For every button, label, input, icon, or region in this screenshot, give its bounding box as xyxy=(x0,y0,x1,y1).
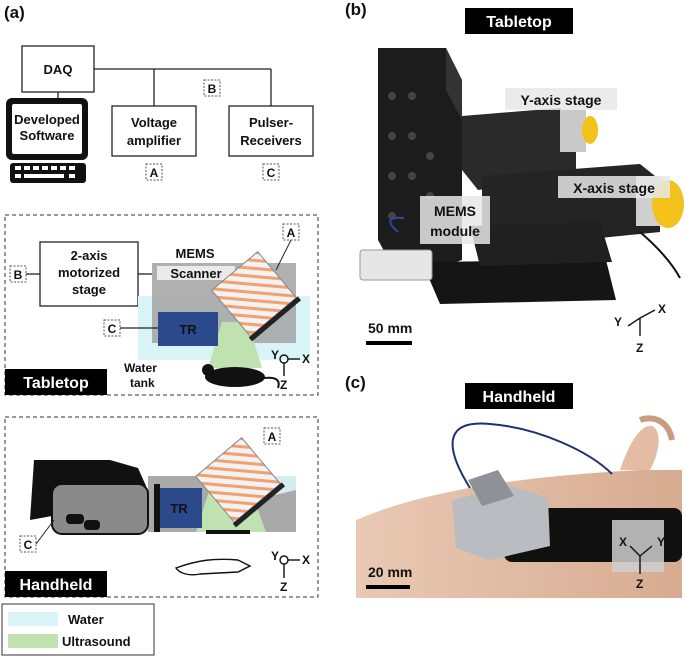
handheld-schematic-frame xyxy=(4,416,319,598)
stage-label-1: 2-axis xyxy=(71,248,108,263)
tag-a-amp-text: A xyxy=(150,166,159,180)
axis-y-tabletop: Y xyxy=(271,348,279,362)
stage-label-3: stage xyxy=(72,282,106,297)
photo-handheld-banner xyxy=(465,383,573,409)
tag-c-tr xyxy=(103,319,121,337)
mems-mirror xyxy=(211,251,302,342)
scale-bar-50mm-label: 50 mm xyxy=(368,320,412,336)
tag-a-scanner-text: A xyxy=(287,226,296,240)
daq-box xyxy=(21,45,95,93)
tag-b-bus xyxy=(203,79,221,97)
y-stage-label: Y-axis stage xyxy=(521,92,602,108)
axis-x-tabletop: X xyxy=(302,352,310,366)
transducer-tabletop xyxy=(158,312,218,346)
scale-bar-20mm-label: 20 mm xyxy=(368,564,412,580)
daq-label: DAQ xyxy=(44,62,73,77)
axis-x-photo-handheld: X xyxy=(619,535,627,549)
tabletop-banner-text: Tabletop xyxy=(23,375,89,392)
amp-label-1: Voltage xyxy=(131,115,177,130)
mems-label-bg xyxy=(157,266,235,280)
transducer-handheld xyxy=(156,488,202,528)
mems-module-label-1: MEMS xyxy=(434,203,476,219)
mems-module-label-bg xyxy=(420,196,490,244)
pulser-label-1: Pulser- xyxy=(249,115,293,130)
photo-tabletop-banner xyxy=(465,8,573,34)
water-tank-label-2: tank xyxy=(130,376,155,390)
mems-label-2: Scanner xyxy=(170,266,221,281)
scale-bar-50mm xyxy=(366,341,412,345)
software-label-1: Developed xyxy=(14,112,80,127)
tag-c-pulser-text: C xyxy=(267,166,276,180)
tabletop-schematic-frame xyxy=(4,214,319,396)
tr-label-handheld: TR xyxy=(170,501,188,516)
axis-indicator-photo-tabletop xyxy=(627,309,656,336)
motorized-stage-box xyxy=(39,241,139,307)
axis-indicator-photo-handheld xyxy=(629,545,653,574)
handheld-device-photo xyxy=(356,415,682,598)
photo-handheld-banner-text: Handheld xyxy=(483,389,556,406)
pulser-receivers-box xyxy=(228,105,314,157)
tag-b-stage xyxy=(9,265,27,283)
voltage-amplifier-box xyxy=(111,105,197,157)
axis-z-photo-tabletop: Z xyxy=(636,341,643,355)
x-stage-label-bg xyxy=(558,176,670,198)
legend-water-swatch xyxy=(8,612,58,626)
y-stage-label-bg xyxy=(505,88,617,110)
axis-z-handheld: Z xyxy=(280,580,287,594)
tag-c-handheld xyxy=(19,535,37,553)
axis-z-tabletop: Z xyxy=(280,378,287,392)
tag-c-tr-text: C xyxy=(108,322,117,336)
axis-y-photo-handheld: Y xyxy=(657,535,665,549)
panel-label-b: (b) xyxy=(345,0,367,19)
legend-ultrasound-label: Ultrasound xyxy=(62,634,131,649)
axis-y-handheld: Y xyxy=(271,549,279,563)
x-stage-label: X-axis stage xyxy=(573,180,655,196)
axis-z-photo-handheld: Z xyxy=(636,577,643,591)
axis-x-photo-tabletop: X xyxy=(658,302,666,316)
handheld-banner xyxy=(5,571,107,597)
mems-mirror-handheld xyxy=(195,437,286,528)
axis-y-photo-tabletop: Y xyxy=(614,315,622,329)
axis-x-handheld: X xyxy=(302,553,310,567)
panel-label-c: (c) xyxy=(345,373,366,392)
handheld-banner-text: Handheld xyxy=(20,577,93,594)
hand-holding-device-icon xyxy=(30,460,149,535)
stage-label-2: motorized xyxy=(58,265,120,280)
software-label-2: Software xyxy=(20,128,75,143)
tabletop-banner xyxy=(5,369,107,395)
tr-label-tabletop: TR xyxy=(179,322,197,337)
tag-a-amp xyxy=(145,163,163,181)
tag-b-bus-text: B xyxy=(208,82,217,96)
legend-water-label: Water xyxy=(68,612,104,627)
mems-label-1: MEMS xyxy=(176,246,215,261)
water-tank-label-1: Water xyxy=(124,361,157,375)
computer-icon xyxy=(6,98,88,183)
tag-a-handheld xyxy=(263,427,281,445)
axis-indicator-tabletop xyxy=(279,354,300,376)
tag-c-pulser xyxy=(262,163,280,181)
tag-c-handheld-text: C xyxy=(24,538,33,552)
tag-a-handheld-text: A xyxy=(268,430,277,444)
tag-b-stage-text: B xyxy=(14,268,23,282)
photo-tabletop-banner-text: Tabletop xyxy=(486,14,552,31)
connection-lines xyxy=(57,68,272,106)
mems-module-label-2: module xyxy=(430,223,480,239)
panel-label-a: (a) xyxy=(4,3,25,22)
legend-ultrasound-swatch xyxy=(8,634,58,648)
amp-label-2: amplifier xyxy=(127,133,181,148)
mouse-icon xyxy=(202,364,280,389)
scale-bar-20mm xyxy=(366,585,410,589)
arm-outline-icon xyxy=(174,558,252,576)
pulser-label-2: Receivers xyxy=(240,133,301,148)
axis-indicator-handheld xyxy=(279,555,300,578)
